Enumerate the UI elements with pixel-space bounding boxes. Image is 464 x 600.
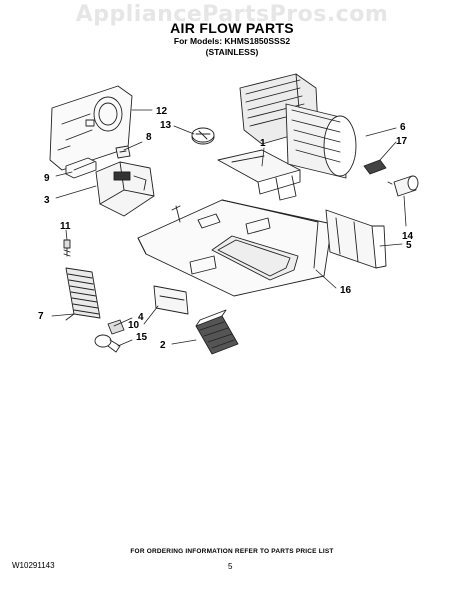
part-11-screw <box>63 239 71 257</box>
part-1-fan-bracket <box>217 149 301 201</box>
part-13-thermal-cutout <box>191 127 215 145</box>
document-number: W10291143 <box>12 561 55 570</box>
page-title: AIR FLOW PARTS <box>170 20 294 36</box>
callout-numbers: 1 2 3 4 5 6 7 8 9 10 11 12 13 14 15 16 1… <box>38 106 414 351</box>
callout-8: 8 <box>146 132 152 143</box>
part-5-side-baffle <box>325 209 387 269</box>
callout-4: 4 <box>138 312 144 323</box>
watermark-text: AppliancePartsPros.com <box>75 2 389 27</box>
callout-12: 12 <box>156 106 168 117</box>
callout-5: 5 <box>406 240 412 251</box>
part-9-bracket <box>65 157 97 179</box>
callout-15: 15 <box>136 332 148 343</box>
part-7-grille <box>65 267 101 321</box>
part-14-capacitor <box>387 175 419 197</box>
part-8-clip <box>115 145 131 159</box>
part-17-connector <box>363 159 387 175</box>
callout-1: 1 <box>260 138 266 149</box>
callout-14: 14 <box>402 231 414 242</box>
part-6-blower-assembly <box>239 73 357 179</box>
part-2-filter <box>195 309 239 355</box>
callout-16: 16 <box>340 285 352 296</box>
part-16-base-plate <box>137 199 333 297</box>
callout-11: 11 <box>60 221 71 232</box>
part-10-panel <box>153 285 189 315</box>
part-12-mounting-plate <box>49 85 133 171</box>
part-3-air-duct <box>95 161 155 217</box>
page-number: 5 <box>228 562 233 571</box>
callout-10: 10 <box>128 320 140 331</box>
callout-3: 3 <box>44 195 50 206</box>
ordering-note: FOR ORDERING INFORMATION REFER TO PARTS … <box>130 548 334 555</box>
callout-6: 6 <box>400 122 406 133</box>
callout-2: 2 <box>160 340 166 351</box>
model-number: For Models: KHMS1850SSS2 <box>173 36 291 46</box>
callout-17: 17 <box>396 136 408 147</box>
callout-9: 9 <box>44 173 50 184</box>
finish-label: (STAINLESS) <box>205 47 259 57</box>
part-15-bulb <box>94 334 121 353</box>
part-4-socket <box>107 319 125 335</box>
callout-leaders <box>51 109 407 347</box>
callout-7: 7 <box>38 311 44 322</box>
callout-13: 13 <box>160 120 172 131</box>
